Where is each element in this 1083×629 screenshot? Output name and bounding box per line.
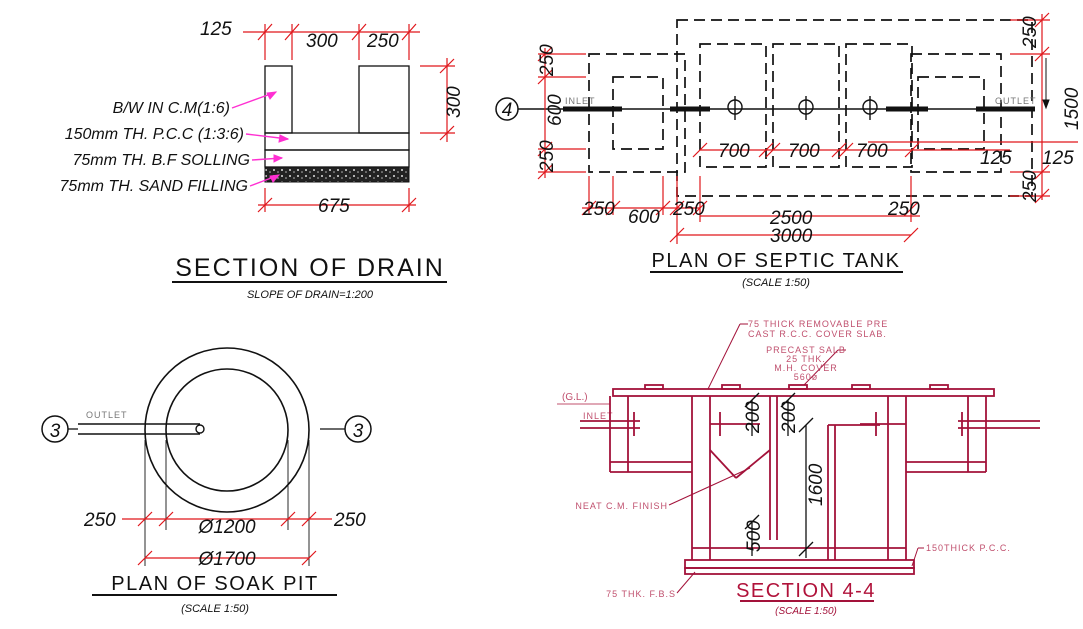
label-cover-slab-1: 75 THICK REMOVABLE PRE [748,319,888,329]
section-structure [580,384,1040,575]
soak-pit-scale: (SCALE 1:50) [181,603,249,615]
section44-title: SECTION 4-4 [736,580,876,602]
soak-pit-outer-ring [144,347,310,513]
soak-pit-title: PLAN OF SOAK PIT [111,573,318,595]
dim-septic-right-1500: 1500 [1062,87,1083,130]
dim-chamber-3: 700 [856,141,888,162]
label-cover-slab-2: CAST R.C.C. COVER SLAB. [748,329,887,339]
dim-septic-right-125: 125 [1042,148,1074,169]
dim-septic-bottom-600: 600 [628,207,660,228]
dim-septic-left-250-bottom: 250 [537,140,558,173]
septic-level-arrow [1042,58,1050,110]
dim-septic-right-250-bottom: 250 [1020,170,1041,203]
dim-soak-right-250: 250 [333,510,366,531]
soak-pit-inner-ring [165,368,289,492]
septic-dimensions [537,12,1078,244]
septic-marker-label: 4 [502,100,513,121]
dim-septic-3000: 3000 [770,226,813,247]
section-inner-dimensions [744,392,814,558]
section-4-4: (G.L.) INLET [557,319,1040,617]
label-mh-3: M.H. COVER [774,363,838,373]
dim-septic-left-250-top: 250 [537,44,558,77]
soak-section-marker-right [344,415,372,443]
dim-septic-right-250-top: 250 [1020,16,1041,49]
soak-extension-lines [144,440,310,566]
dim-septic-mid-125: 125 [980,148,1012,169]
label-pcc-base: 150THICK P.C.C. [926,543,1011,553]
dim-drain-height: 300 [444,86,465,118]
drain-dimensions [243,23,455,213]
dim-drain-250: 250 [366,31,399,52]
soak-outlet-label: OUTLET [86,410,128,420]
dim-chamber-2: 700 [788,141,820,162]
label-pcc: 150mm TH. P.C.C (1:3:6) [65,126,244,143]
dim-soak-left-250: 250 [83,510,116,531]
dim-drain-300: 300 [306,31,338,52]
soak-dimensions [122,511,332,566]
dim-sec-1600: 1600 [806,463,827,506]
label-fbs: 75 THK. F.B.S [606,589,676,599]
dim-septic-left-600: 600 [545,94,566,126]
dim-soak-outer: Ø1700 [197,549,255,570]
soak-pit-plan: 3 3 OUTLET 250 Ø1200 250 Ø1700 PLAN OF S… [41,347,372,615]
label-mh-2: 25 THK. [786,354,826,364]
label-mh-1: PRECAST SALB [766,345,846,355]
septic-section-marker [495,97,519,121]
septic-scale: (SCALE 1:50) [742,277,810,289]
septic-plan: 4 INLET OUTLET [495,12,1083,289]
septic-dashed-walls [588,19,1033,197]
septic-tee-fittings [727,96,878,120]
septic-outlet-label: OUTLET [995,96,1037,106]
label-brickwork: B/W IN C.M(1:6) [113,100,230,117]
gl-label: (G.L.) [562,392,588,403]
label-mh-4: 560ø [794,372,819,382]
dim-sec-200-a: 200 [743,401,764,434]
septic-inlet-label: INLET [565,96,596,106]
sand-filling-hatch [264,166,410,183]
dim-septic-bottom-250-a: 250 [582,199,615,220]
dim-septic-2500: 2500 [769,208,813,229]
drain-title: SECTION OF DRAIN [175,254,445,282]
drain-subtitle: SLOPE OF DRAIN=1:200 [247,289,374,301]
soak-pit-outlet-pipe [78,423,205,435]
section44-scale: (SCALE 1:50) [775,606,837,617]
dim-chamber-1: 700 [718,141,750,162]
drain-leader-arrows [266,91,290,183]
label-neat-finish: NEAT C.M. FINISH [575,501,668,511]
dim-drain-125: 125 [200,19,232,40]
dim-septic-bottom-250-b: 250 [672,199,705,220]
soak-section-marker-left [41,415,69,443]
section-leaders [668,323,924,594]
sec-inlet-label: INLET [583,411,614,421]
drain-section: 125 300 250 300 675 B/W IN C.M(1:6) 150m… [60,19,465,301]
septic-title: PLAN OF SEPTIC TANK [652,250,901,272]
label-sand: 75mm TH. SAND FILLING [60,178,248,195]
dim-sec-500: 500 [744,520,765,552]
soak-marker-left-label: 3 [50,421,61,442]
dim-drain-675: 675 [318,196,350,217]
dim-soak-inner: Ø1200 [197,517,255,538]
dim-sec-200-b: 200 [779,401,800,434]
soak-marker-right-label: 3 [353,421,364,442]
label-solling: 75mm TH. B.F SOLLING [72,152,250,169]
dim-septic-bottom-250-c: 250 [887,199,920,220]
drain-walls [264,65,410,168]
